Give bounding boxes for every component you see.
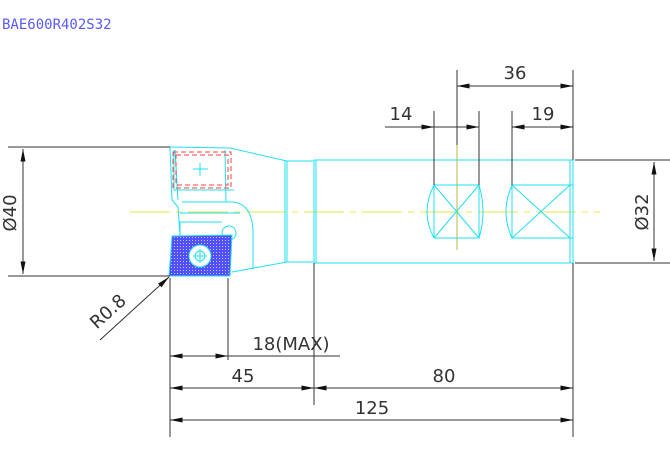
dim-flat-span: 36 xyxy=(504,63,527,84)
dim-cut-depth: 18(MAX) xyxy=(252,334,329,355)
dim-corner-radius: R0.8 xyxy=(86,290,131,333)
dim-head-length: 45 xyxy=(232,366,255,387)
shank xyxy=(284,159,574,264)
dim-overall-length: 125 xyxy=(355,398,389,419)
cutting-insert xyxy=(168,234,233,277)
drawing-title: BAE600R402S32 xyxy=(2,17,112,33)
dim-flat-width-2: 19 xyxy=(532,104,555,125)
dim-flat-width-1: 14 xyxy=(390,104,413,125)
screw-center-mark xyxy=(193,163,208,176)
dim-shank-diameter: Ø32 xyxy=(632,193,653,230)
centerline xyxy=(130,145,600,250)
dim-shank-length: 80 xyxy=(433,366,456,387)
dimension-lines xyxy=(8,70,670,437)
hidden-insert xyxy=(172,151,232,189)
dim-head-diameter: Ø40 xyxy=(0,194,21,231)
